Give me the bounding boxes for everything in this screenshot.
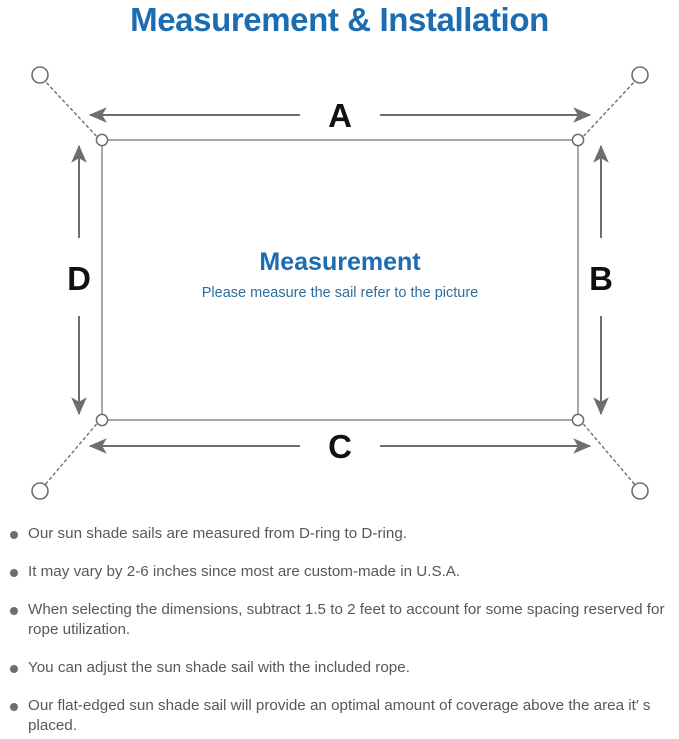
d-ring-top-left [95, 133, 109, 147]
dimension-label-b: B [589, 260, 613, 297]
list-item: Our sun shade sails are measured from D-… [0, 524, 679, 544]
measurement-diagram: A C D B Measurement Please measure the s… [0, 48, 679, 518]
bullet-icon [10, 531, 18, 539]
sail-center-title: Measurement [259, 248, 421, 276]
bullet-icon [10, 569, 18, 577]
sail-rectangle [101, 139, 579, 421]
note-text: Our sun shade sails are measured from D-… [28, 525, 407, 542]
list-item: When selecting the dimensions, subtract … [0, 600, 679, 640]
note-text: Our flat-edged sun shade sail will provi… [28, 697, 651, 734]
list-item: It may vary by 2-6 inches since most are… [0, 562, 679, 582]
dimension-label-a: A [328, 97, 352, 134]
list-item: You can adjust the sun shade sail with t… [0, 658, 679, 678]
note-text: When selecting the dimensions, subtract … [28, 601, 665, 638]
notes-list: Our sun shade sails are measured from D-… [0, 524, 679, 736]
anchor-point-bottom-right [631, 482, 649, 500]
sail-center-subtitle: Please measure the sail refer to the pic… [202, 285, 478, 301]
d-ring-bottom-left [95, 413, 109, 427]
rope-bottom-left [43, 419, 101, 487]
d-ring-top-right [571, 133, 585, 147]
rope-top-right [579, 79, 637, 141]
rope-top-left [43, 79, 101, 141]
note-text: You can adjust the sun shade sail with t… [28, 659, 410, 676]
note-text: It may vary by 2-6 inches since most are… [28, 563, 461, 580]
bullet-icon [10, 607, 18, 615]
page-title: Measurement & Installation [130, 1, 549, 38]
anchor-point-top-right [631, 66, 649, 84]
d-ring-bottom-right [571, 413, 585, 427]
dimension-label-c: C [328, 428, 352, 465]
anchor-point-bottom-left [31, 482, 49, 500]
list-item: Our flat-edged sun shade sail will provi… [0, 696, 679, 736]
rope-bottom-right [579, 419, 637, 487]
bullet-icon [10, 665, 18, 673]
dimension-label-d: D [67, 260, 91, 297]
anchor-point-top-left [31, 66, 49, 84]
bullet-icon [10, 703, 18, 711]
